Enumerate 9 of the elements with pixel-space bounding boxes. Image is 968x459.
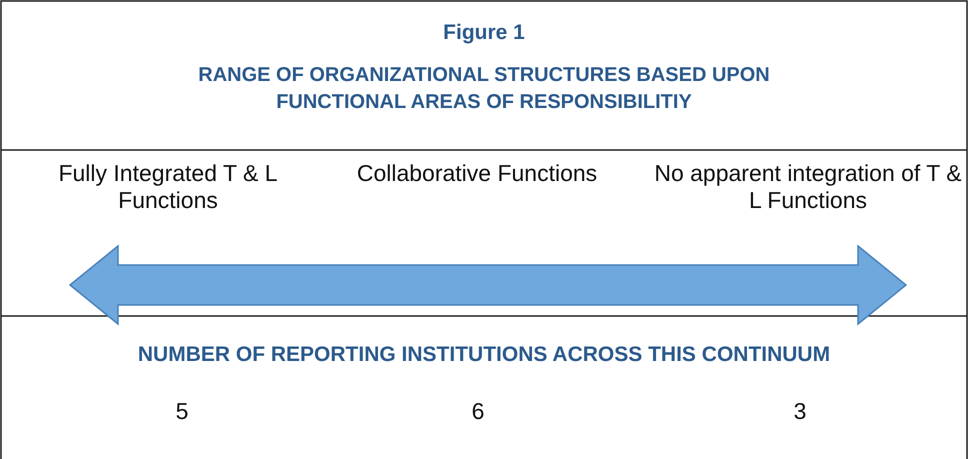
count-value: 5: [174, 398, 190, 425]
count-value: 6: [470, 398, 486, 425]
continuum-label: No apparent integration of T & L Functions: [653, 160, 963, 214]
continuum-label: Collaborative Functions: [356, 160, 598, 187]
count-value: 3: [792, 398, 808, 425]
section-heading: NUMBER OF REPORTING INSTITUTIONS ACROSS THIS CONTINUUM: [136, 343, 832, 367]
figure-subtitle: RANGE OF ORGANIZATIONAL STRUCTURES BASED UPON FUNCTIONAL AREAS OF RESPONSIBILITIY: [197, 63, 771, 115]
figure-title: Figure 1: [442, 20, 526, 46]
continuum-label: Fully Integrated T & L Functions: [57, 160, 279, 214]
